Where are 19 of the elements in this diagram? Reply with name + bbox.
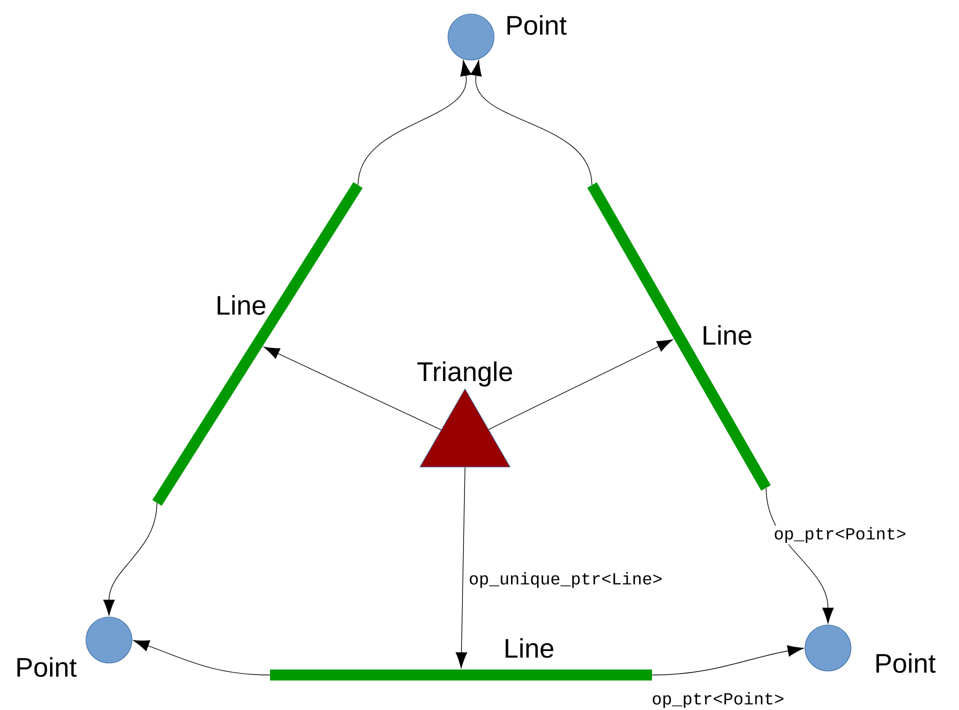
arrow (358, 60, 472, 186)
arrow (103, 502, 158, 616)
node-label: Line (704, 325, 752, 345)
arrow (488, 339, 673, 430)
arrow (264, 346, 442, 430)
node-label: Line (218, 295, 266, 315)
edge-label: op_unique_ptr<Line> (467, 570, 664, 590)
edge-label: op_ptr<Point> (772, 526, 908, 544)
arrow (652, 645, 804, 676)
node-label: Point (507, 15, 567, 35)
arrow (456, 466, 468, 668)
node-label: Triangle (417, 361, 512, 387)
edge-label: op_ptr<Point> (650, 690, 786, 710)
arrow (766, 488, 834, 624)
node-label: Line (506, 638, 554, 658)
arrow (133, 640, 270, 676)
node-label: Point (17, 657, 77, 677)
node-label: Point (876, 653, 936, 673)
arrow (470, 60, 592, 186)
